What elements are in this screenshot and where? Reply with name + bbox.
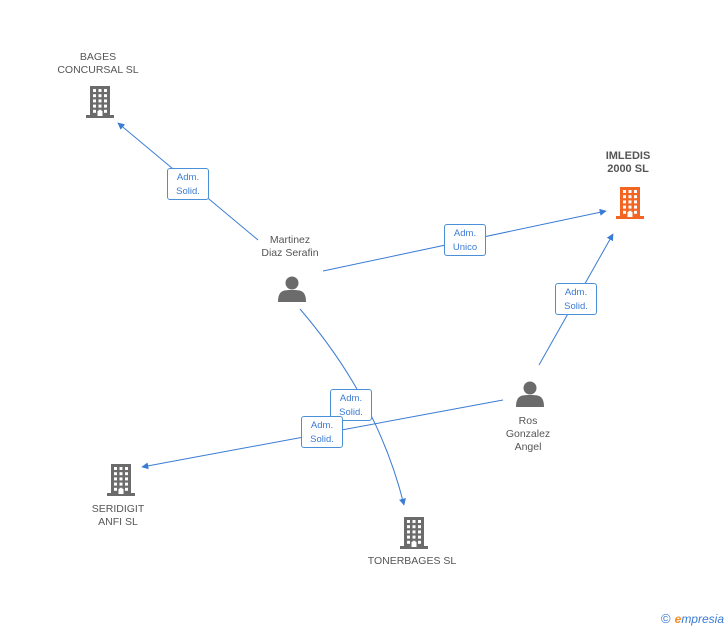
tonerbages-label[interactable]: TONERBAGES SL bbox=[367, 555, 457, 567]
edge-role-type: Unico bbox=[452, 242, 478, 253]
copyright-symbol: © bbox=[661, 611, 671, 626]
edge-label-ros-seridigit[interactable]: Adm. Solid. bbox=[301, 416, 343, 448]
edge-role: Adm. bbox=[453, 228, 477, 239]
seridigit-label[interactable]: SERIDIGIT ANFI SL bbox=[91, 503, 145, 528]
brand-initial: e bbox=[674, 612, 682, 626]
bages-label[interactable]: BAGES CONCURSAL SL bbox=[57, 51, 139, 76]
ros-label[interactable]: Ros Gonzalez Angel bbox=[505, 415, 551, 453]
imledis-label[interactable]: IMLEDIS 2000 SL bbox=[605, 150, 651, 175]
edge-role: Adm. bbox=[310, 420, 334, 431]
edge-role: Adm. bbox=[176, 172, 200, 183]
tonerbages-building-icon[interactable] bbox=[400, 517, 428, 549]
edge-label-martinez-imledis[interactable]: Adm. Unico bbox=[444, 224, 486, 256]
edge-role-type: Solid. bbox=[310, 434, 334, 445]
edge-role: Adm. bbox=[564, 287, 588, 298]
edge-role: Adm. bbox=[339, 393, 363, 404]
martinez-person-icon[interactable] bbox=[278, 276, 306, 303]
edge-label-martinez-tonerbages[interactable]: Adm. Solid. bbox=[330, 389, 372, 421]
ros-person-icon[interactable] bbox=[516, 381, 544, 408]
seridigit-building-icon[interactable] bbox=[107, 464, 135, 496]
edge-role-type: Solid. bbox=[339, 407, 363, 418]
edge-role-type: Solid. bbox=[564, 301, 588, 312]
brand-name: mpresia bbox=[681, 612, 724, 626]
edge-label-martinez-bages[interactable]: Adm. Solid. bbox=[167, 168, 209, 200]
martinez-label[interactable]: Martinez Diaz Serafin bbox=[261, 234, 319, 259]
edge-role-type: Solid. bbox=[176, 186, 200, 197]
edge-label-ros-imledis[interactable]: Adm. Solid. bbox=[555, 283, 597, 315]
imledis-building-icon[interactable] bbox=[616, 187, 644, 219]
bages-building-icon[interactable] bbox=[86, 86, 114, 118]
empresia-watermark[interactable]: ©empresia bbox=[661, 611, 724, 626]
